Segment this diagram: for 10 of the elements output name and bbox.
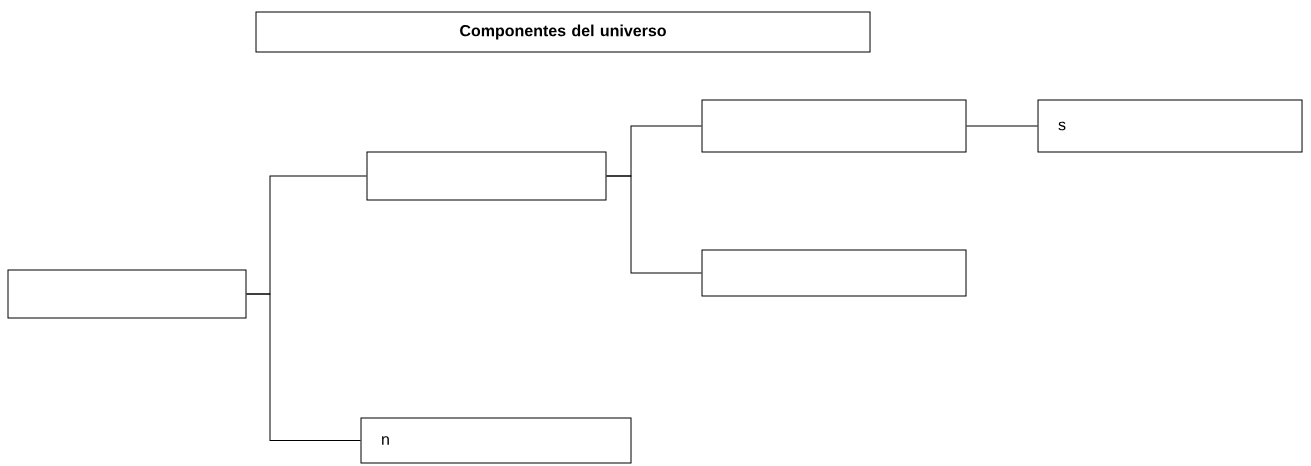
- empty-box: [7, 269, 247, 319]
- empty-box: [701, 99, 967, 153]
- connector-line: [246, 293, 361, 441]
- connector-line: [966, 125, 1038, 127]
- connector-line: [606, 175, 702, 274]
- title-box: Componentes del universo: [255, 11, 871, 53]
- text-box: s: [1037, 99, 1303, 153]
- empty-box: [701, 249, 967, 297]
- empty-box: [366, 151, 607, 201]
- text-box: n: [360, 417, 632, 464]
